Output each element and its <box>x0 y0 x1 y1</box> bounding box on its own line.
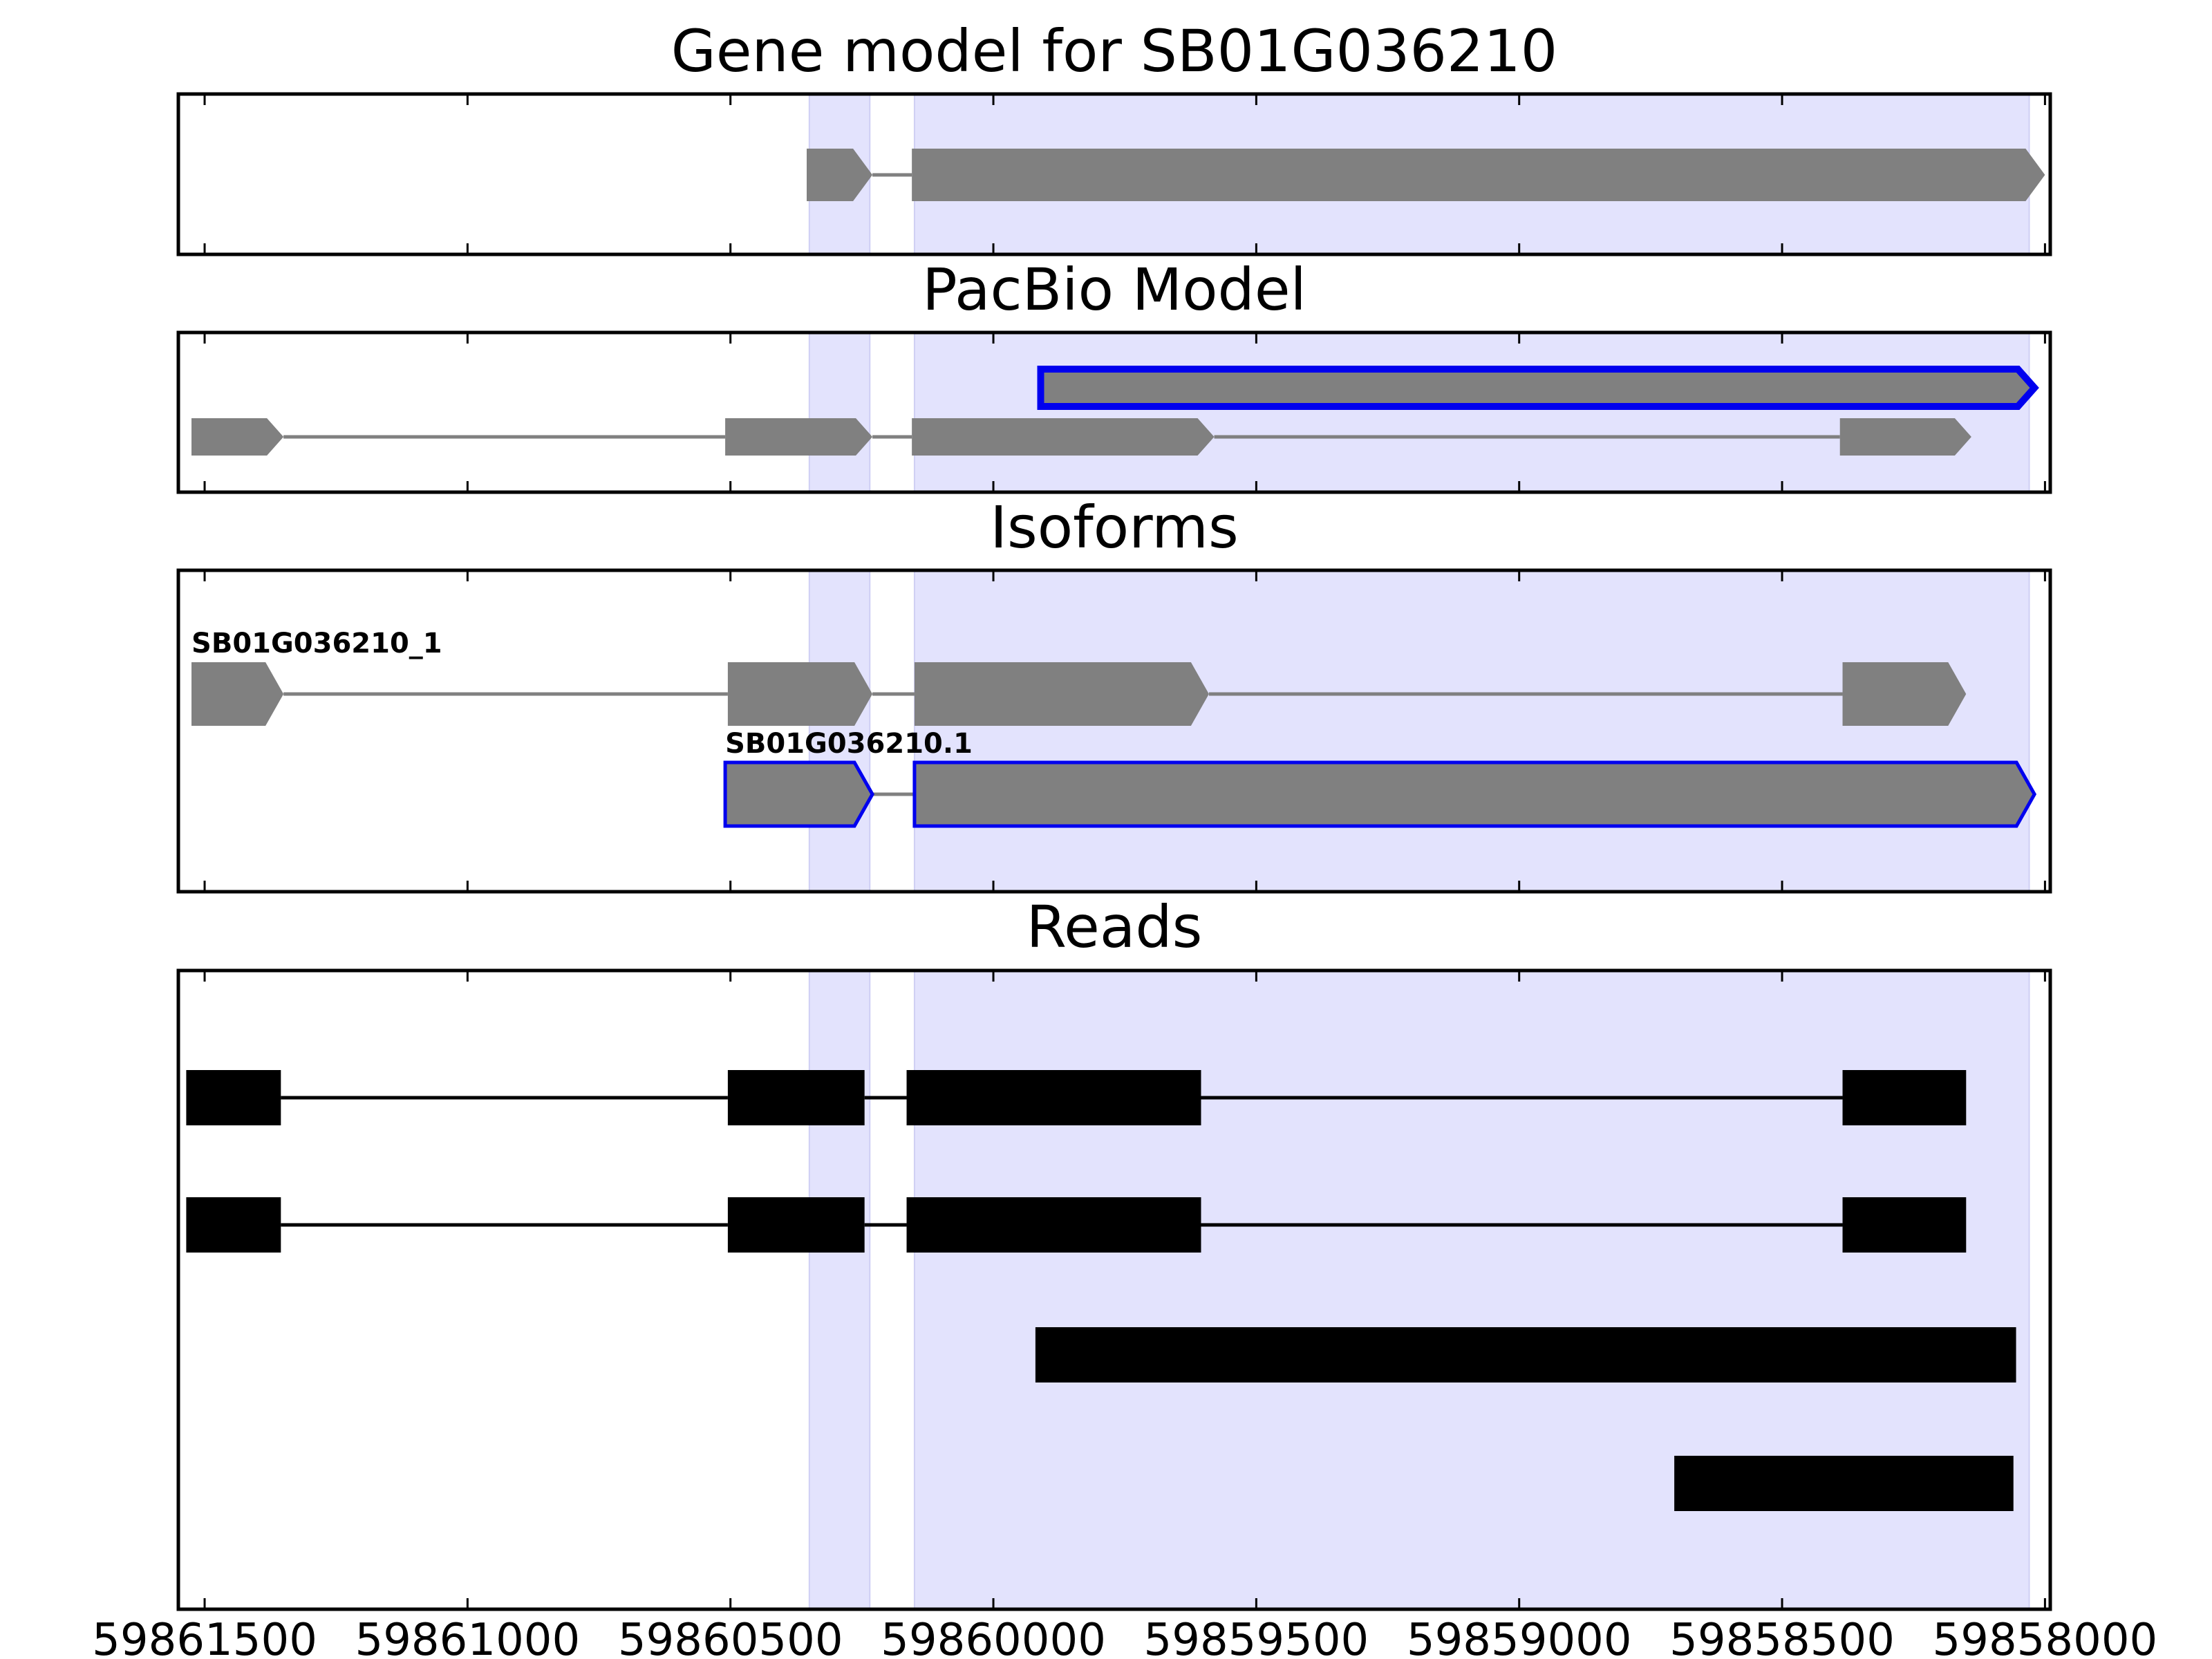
exon <box>191 662 284 726</box>
read-block <box>727 1070 865 1125</box>
x-tick-label: 59858500 <box>1669 1615 1895 1659</box>
highlight-band <box>913 570 2030 892</box>
x-tick-label: 59861500 <box>92 1615 317 1659</box>
panel-reads: Reads <box>176 893 2052 1611</box>
highlight-band <box>913 332 2030 493</box>
read-block <box>1842 1197 1967 1253</box>
x-tick-label: 59859500 <box>1144 1615 1369 1659</box>
exon <box>725 418 873 456</box>
exon <box>191 418 284 456</box>
read-block <box>906 1070 1201 1125</box>
x-tick-label: 59861000 <box>355 1615 580 1659</box>
highlight-band <box>808 570 871 892</box>
exon <box>914 662 1209 726</box>
exon <box>912 418 1215 456</box>
read-block <box>1674 1456 2014 1511</box>
exon <box>912 149 2045 201</box>
read-block <box>727 1197 865 1253</box>
read-block <box>906 1197 1201 1253</box>
highlight-band <box>808 332 871 493</box>
highlighted-exon <box>723 760 874 828</box>
panel-title: Gene model for SB01G036210 <box>671 17 1557 85</box>
exon <box>807 149 873 201</box>
panel-pacbio-model: PacBio Model <box>176 256 2052 494</box>
x-tick-label: 59860500 <box>618 1615 843 1659</box>
panel-title: Isoforms <box>990 494 1239 561</box>
x-axis: 59861500 59861000 59860500 59860000 59859500… <box>92 1615 2157 1659</box>
panel-frame <box>176 92 2052 256</box>
x-tick-label: 59858000 <box>1933 1615 2158 1659</box>
exon <box>1842 662 1967 726</box>
read-block <box>186 1070 281 1125</box>
read-block <box>186 1197 281 1253</box>
x-tick-label: 59860000 <box>881 1615 1106 1659</box>
highlight-band <box>913 970 2030 1610</box>
isoform-label: SB01G036210.1 <box>725 728 973 760</box>
highlighted-exon <box>1037 366 2039 410</box>
panel-frame <box>176 968 2052 1611</box>
highlighted-exon <box>912 760 2037 828</box>
exon <box>1839 418 1971 456</box>
panel-title: Reads <box>1027 893 1203 961</box>
panel-title: PacBio Model <box>922 256 1306 324</box>
highlight-band <box>808 970 871 1610</box>
x-tick-label: 59859000 <box>1407 1615 1632 1659</box>
panel-frame <box>176 568 2052 894</box>
read-block <box>1035 1327 2016 1382</box>
exon <box>727 662 873 726</box>
panel-frame <box>176 330 2052 494</box>
panel-gene-model: Gene model for SB01G036210 <box>176 17 2052 256</box>
read-block <box>1842 1070 1967 1125</box>
isoform-label: SB01G036210_1 <box>191 628 442 659</box>
